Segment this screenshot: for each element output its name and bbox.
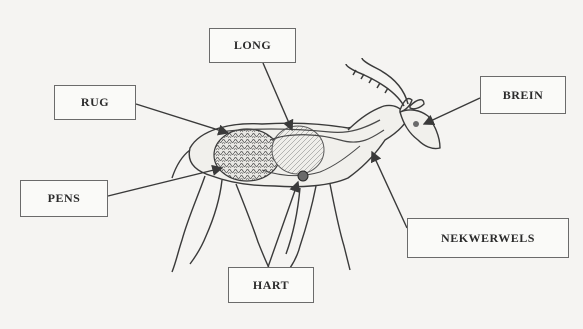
antelope-legs [172, 176, 350, 272]
label-hart: HART [228, 267, 314, 303]
label-pens: PENS [20, 180, 108, 217]
label-long: LONG [209, 28, 296, 63]
arrow-rug [136, 104, 228, 133]
arrow-long [263, 63, 292, 130]
arrow-nekwerwels [372, 152, 407, 228]
label-long-text: LONG [234, 38, 271, 53]
label-rug-text: RUG [81, 95, 109, 110]
arrow-brein [424, 98, 480, 124]
label-rug: RUG [54, 85, 136, 120]
arrow-hart [268, 182, 298, 267]
antelope-horns [346, 58, 408, 106]
label-nekwerwels-text: NEKWERWELS [441, 231, 535, 246]
label-brein-text: BREIN [503, 88, 544, 103]
arrow-pens [108, 168, 222, 196]
label-nekwerwels: NEKWERWELS [407, 218, 569, 258]
label-brein: BREIN [480, 76, 566, 114]
label-pens-text: PENS [48, 191, 81, 206]
label-hart-text: HART [253, 278, 289, 293]
